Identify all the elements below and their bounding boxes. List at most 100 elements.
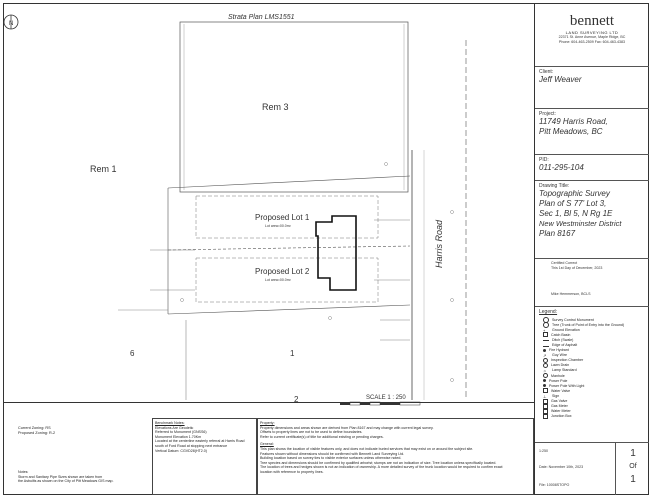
client-box: Client: Jeff Weaver <box>535 67 649 109</box>
legend-item: Power Pole With Light <box>539 383 645 388</box>
sign-icon: ⊥ <box>543 393 547 399</box>
sheet-of: Of <box>629 463 637 470</box>
benchmark-line: Elevations Are Geodetic <box>155 425 194 430</box>
rem1-label: Rem 1 <box>90 164 117 174</box>
legend-item: Tree (Trunk of Point of Entry into the G… <box>539 321 645 328</box>
legend-item: Inspection Chamber <box>539 357 645 363</box>
general-line: Tree species and dimensions should be co… <box>260 460 497 465</box>
company-phone: Phone: 604-463-2509 Fax: 604-463-4383 <box>558 39 626 44</box>
gas-valve-icon <box>543 398 548 404</box>
general-line: Building location based on survey ties t… <box>260 456 402 461</box>
legend-item: Gas Meter <box>539 403 645 409</box>
pid-value: 011-295-104 <box>539 163 584 172</box>
junction-box-icon <box>543 413 548 419</box>
lot1-label: 1 <box>290 349 295 358</box>
zoning-notes: Current Zoning: RS Proposed Zoning: R-2 <box>18 426 55 436</box>
title-block: bennett LAND SURVEYING LTD 22371 St. Ann… <box>534 3 649 495</box>
proposed-lot2-area: Lot area=00.0m² <box>265 278 292 282</box>
guy-wire-icon: ↗ <box>543 353 547 359</box>
project-line: 11749 Harris Road, <box>539 117 608 126</box>
current-zoning: Current Zoning: RS <box>18 426 51 430</box>
legend-item: Lawn Drain <box>539 362 645 368</box>
proposed-lot1-label: Proposed Lot 1 <box>255 213 310 222</box>
sheet-number: 1 <box>630 448 636 459</box>
lamp-standard-icon: ☼ <box>543 368 547 374</box>
legend-label: Legend: <box>539 309 558 315</box>
benchmark-line: Located at the centerline easterly refer… <box>155 439 245 444</box>
legend-item: ☼Lamp Standard <box>543 368 577 374</box>
legend-item: Junction Box <box>539 413 645 419</box>
catch-basin-icon <box>543 332 548 338</box>
benchmark-title: Benchmark Notes: <box>155 421 185 425</box>
file-value: File: 10008STOPO <box>539 483 570 487</box>
sheet-total: 1 <box>630 474 636 485</box>
legend-item: Fire Hydrant <box>539 348 645 353</box>
drawing-title-line: New Westminster District <box>539 219 622 228</box>
property-line: Offsets to property lines are not to be … <box>260 430 363 435</box>
project-line: Pitt Meadows, BC <box>539 127 603 136</box>
certified-date: This 1st Day of December, 2023 <box>551 265 603 270</box>
benchmark-line: Referred to Monument (GNSS6) <box>155 430 207 435</box>
bottom-notes-strip <box>3 402 534 495</box>
inspection-chamber-icon <box>543 357 548 363</box>
water-valve-icon <box>543 388 548 394</box>
surveyor-name: Mike Hemmerson, BCLS <box>551 292 591 297</box>
general-line: location with reference to property line… <box>260 469 324 474</box>
power-pole-icon <box>543 379 546 383</box>
project-label: Project: <box>539 111 556 117</box>
company-logo: bennett <box>569 13 615 29</box>
legend-item: Ditch (Swale) <box>539 337 645 342</box>
drawing-title-line: Topographic Survey <box>539 189 610 198</box>
power-pole-light-icon <box>543 384 546 388</box>
fire-hydrant-icon <box>543 348 546 352</box>
existing-building <box>315 215 357 291</box>
drawing-title-line: Plan of S 77' Lot 3, <box>539 199 607 208</box>
drawing-title-label: Drawing Title: <box>539 183 570 189</box>
drawing-title-line: Plan 8167 <box>539 229 576 238</box>
legend-item: Gas Valve <box>539 398 645 404</box>
general-title: General: <box>260 442 274 447</box>
legend-item: Water Valve <box>539 388 645 394</box>
benchmark-line: Vertical Datum: CGVD28(HT2.0) <box>155 448 207 453</box>
edge-asphalt-icon <box>543 344 549 347</box>
legend-item: Catch Basin <box>539 332 645 338</box>
legend-box: Legend: Survey Control Monument Tree (Tr… <box>535 307 649 443</box>
scale-value: 1:250 <box>539 449 548 453</box>
rem3-label: Rem 3 <box>262 102 289 112</box>
storm-notes: Notes: Storm and Sanitary Pipe Sizes sho… <box>18 470 113 484</box>
notes-line: the Asbuilts as shown on the City of Pit… <box>18 479 114 484</box>
strata-plan-label: Strata Plan LMS1551 <box>228 14 295 21</box>
date-value: Date: November 10th, 2023 <box>539 465 584 469</box>
property-title: Property: <box>260 421 275 425</box>
gas-meter-icon <box>543 403 548 409</box>
tree-icon <box>543 321 549 328</box>
harris-road-label: Harris Road <box>434 219 444 268</box>
general-line: This plan shows the location of visible … <box>260 446 474 451</box>
ditch-icon <box>543 338 549 342</box>
manhole-icon <box>543 373 548 379</box>
svg-text:N: N <box>9 21 13 27</box>
company-box: bennett LAND SURVEYING LTD 22371 St. Ann… <box>535 3 649 67</box>
property-line: Property dimensions and areas shown are … <box>260 425 434 430</box>
legend-item: ⊥Sign <box>543 393 560 399</box>
legend-item: Power Pole <box>539 378 645 383</box>
property-line: Refer to current certificate(s) of title… <box>260 434 384 439</box>
north-arrow-icon: N <box>3 14 19 30</box>
general-line: Features shown without dimensions should… <box>260 451 405 456</box>
proposed-zoning: Proposed Zoning: R-2 <box>18 431 56 435</box>
scale-label: SCALE 1 : 250 <box>366 395 406 401</box>
legend-item: Edge of Asphalt <box>539 342 645 347</box>
benchmark-line: south of Ford Road at stopping next entr… <box>155 443 228 448</box>
client-label: Client: <box>539 69 554 75</box>
strata-plan-parcel <box>179 21 409 193</box>
sheet-number-box: 1 Of 1 <box>615 443 650 495</box>
lawn-drain-icon <box>543 362 548 368</box>
pid-label: PID: <box>539 157 549 163</box>
proposed-lot2-label: Proposed Lot 2 <box>255 267 310 276</box>
property-notes-box: Property: Property dimensions and areas … <box>257 418 534 495</box>
lot2-label: 2 <box>294 395 299 404</box>
proposed-lot1-area: Lot area=00.0m² <box>265 224 292 228</box>
certification-box: Certified Correct This 1st Day of Decemb… <box>535 259 649 307</box>
company-address: 22371 St. Anne Avenue, Maple Ridge, BC <box>558 35 626 39</box>
